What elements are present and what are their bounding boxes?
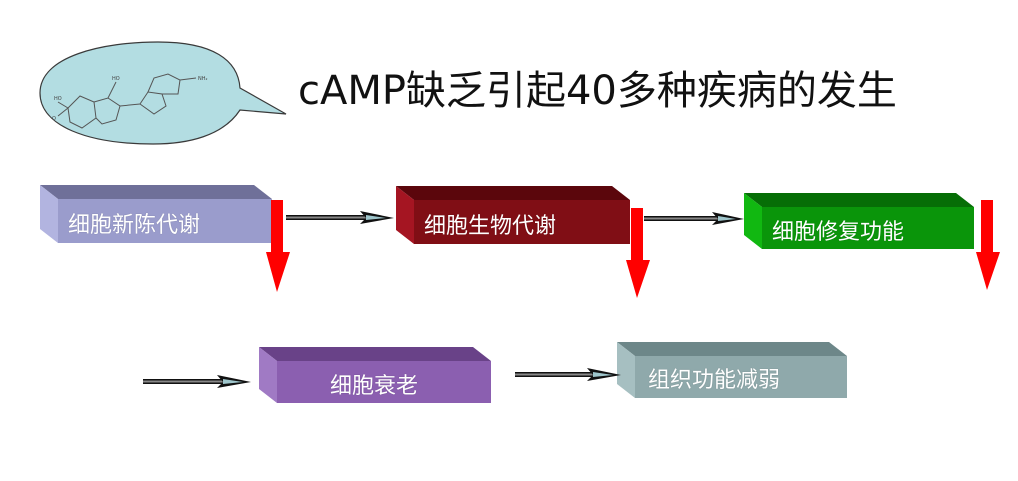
flow-arrow-right-icon <box>143 375 251 388</box>
red-down-arrow-icon <box>626 208 650 298</box>
box-side-face <box>396 186 414 244</box>
box-top-face <box>259 347 491 361</box>
box-label: 细胞新陈代谢 <box>68 213 201 238</box>
speech-bubble-shape <box>39 41 287 145</box>
box-front-face <box>58 199 272 243</box>
box-label: 细胞生物代谢 <box>424 214 557 239</box>
box-front-face <box>762 207 974 249</box>
red-down-arrow-icon <box>976 200 1000 290</box>
flow-arrow-right-icon <box>286 211 394 224</box>
box-side-face <box>617 342 635 398</box>
page-title: cAMP缺乏引起40多种疾病的发生 <box>298 68 897 114</box>
svg-text:HO: HO <box>54 96 62 102</box>
box-label: 组织功能减弱 <box>648 368 781 393</box>
process-box-cell-aging <box>259 347 491 403</box>
flow-arrow-right-icon <box>515 368 621 381</box>
svg-text:NH₂: NH₂ <box>198 76 208 82</box>
box-label: 细胞衰老 <box>330 374 419 399</box>
camp-molecule-structure-icon <box>57 73 197 129</box>
process-box-tissue-function-decline <box>617 342 847 398</box>
speech-bubble: HO O HO NH₂ <box>39 41 287 145</box>
process-box-cell-metabolism <box>40 185 272 243</box>
svg-text:O: O <box>52 116 56 122</box>
red-down-arrow-icon <box>266 200 290 292</box>
box-top-face <box>40 185 272 199</box>
box-front-face <box>277 361 491 403</box>
process-box-cell-repair-function <box>744 193 974 249</box>
box-side-face <box>259 347 277 403</box>
box-top-face <box>396 186 630 200</box>
box-front-face <box>635 356 847 398</box>
flow-arrow-right-icon <box>644 212 744 225</box>
process-box-cell-biological-metabolism <box>396 186 630 244</box>
svg-text:HO: HO <box>112 76 120 82</box>
box-label: 细胞修复功能 <box>772 220 905 245</box>
box-front-face <box>414 200 630 244</box>
box-side-face <box>744 193 762 249</box>
box-side-face <box>40 185 58 243</box>
box-top-face <box>744 193 974 207</box>
box-top-face <box>617 342 847 356</box>
